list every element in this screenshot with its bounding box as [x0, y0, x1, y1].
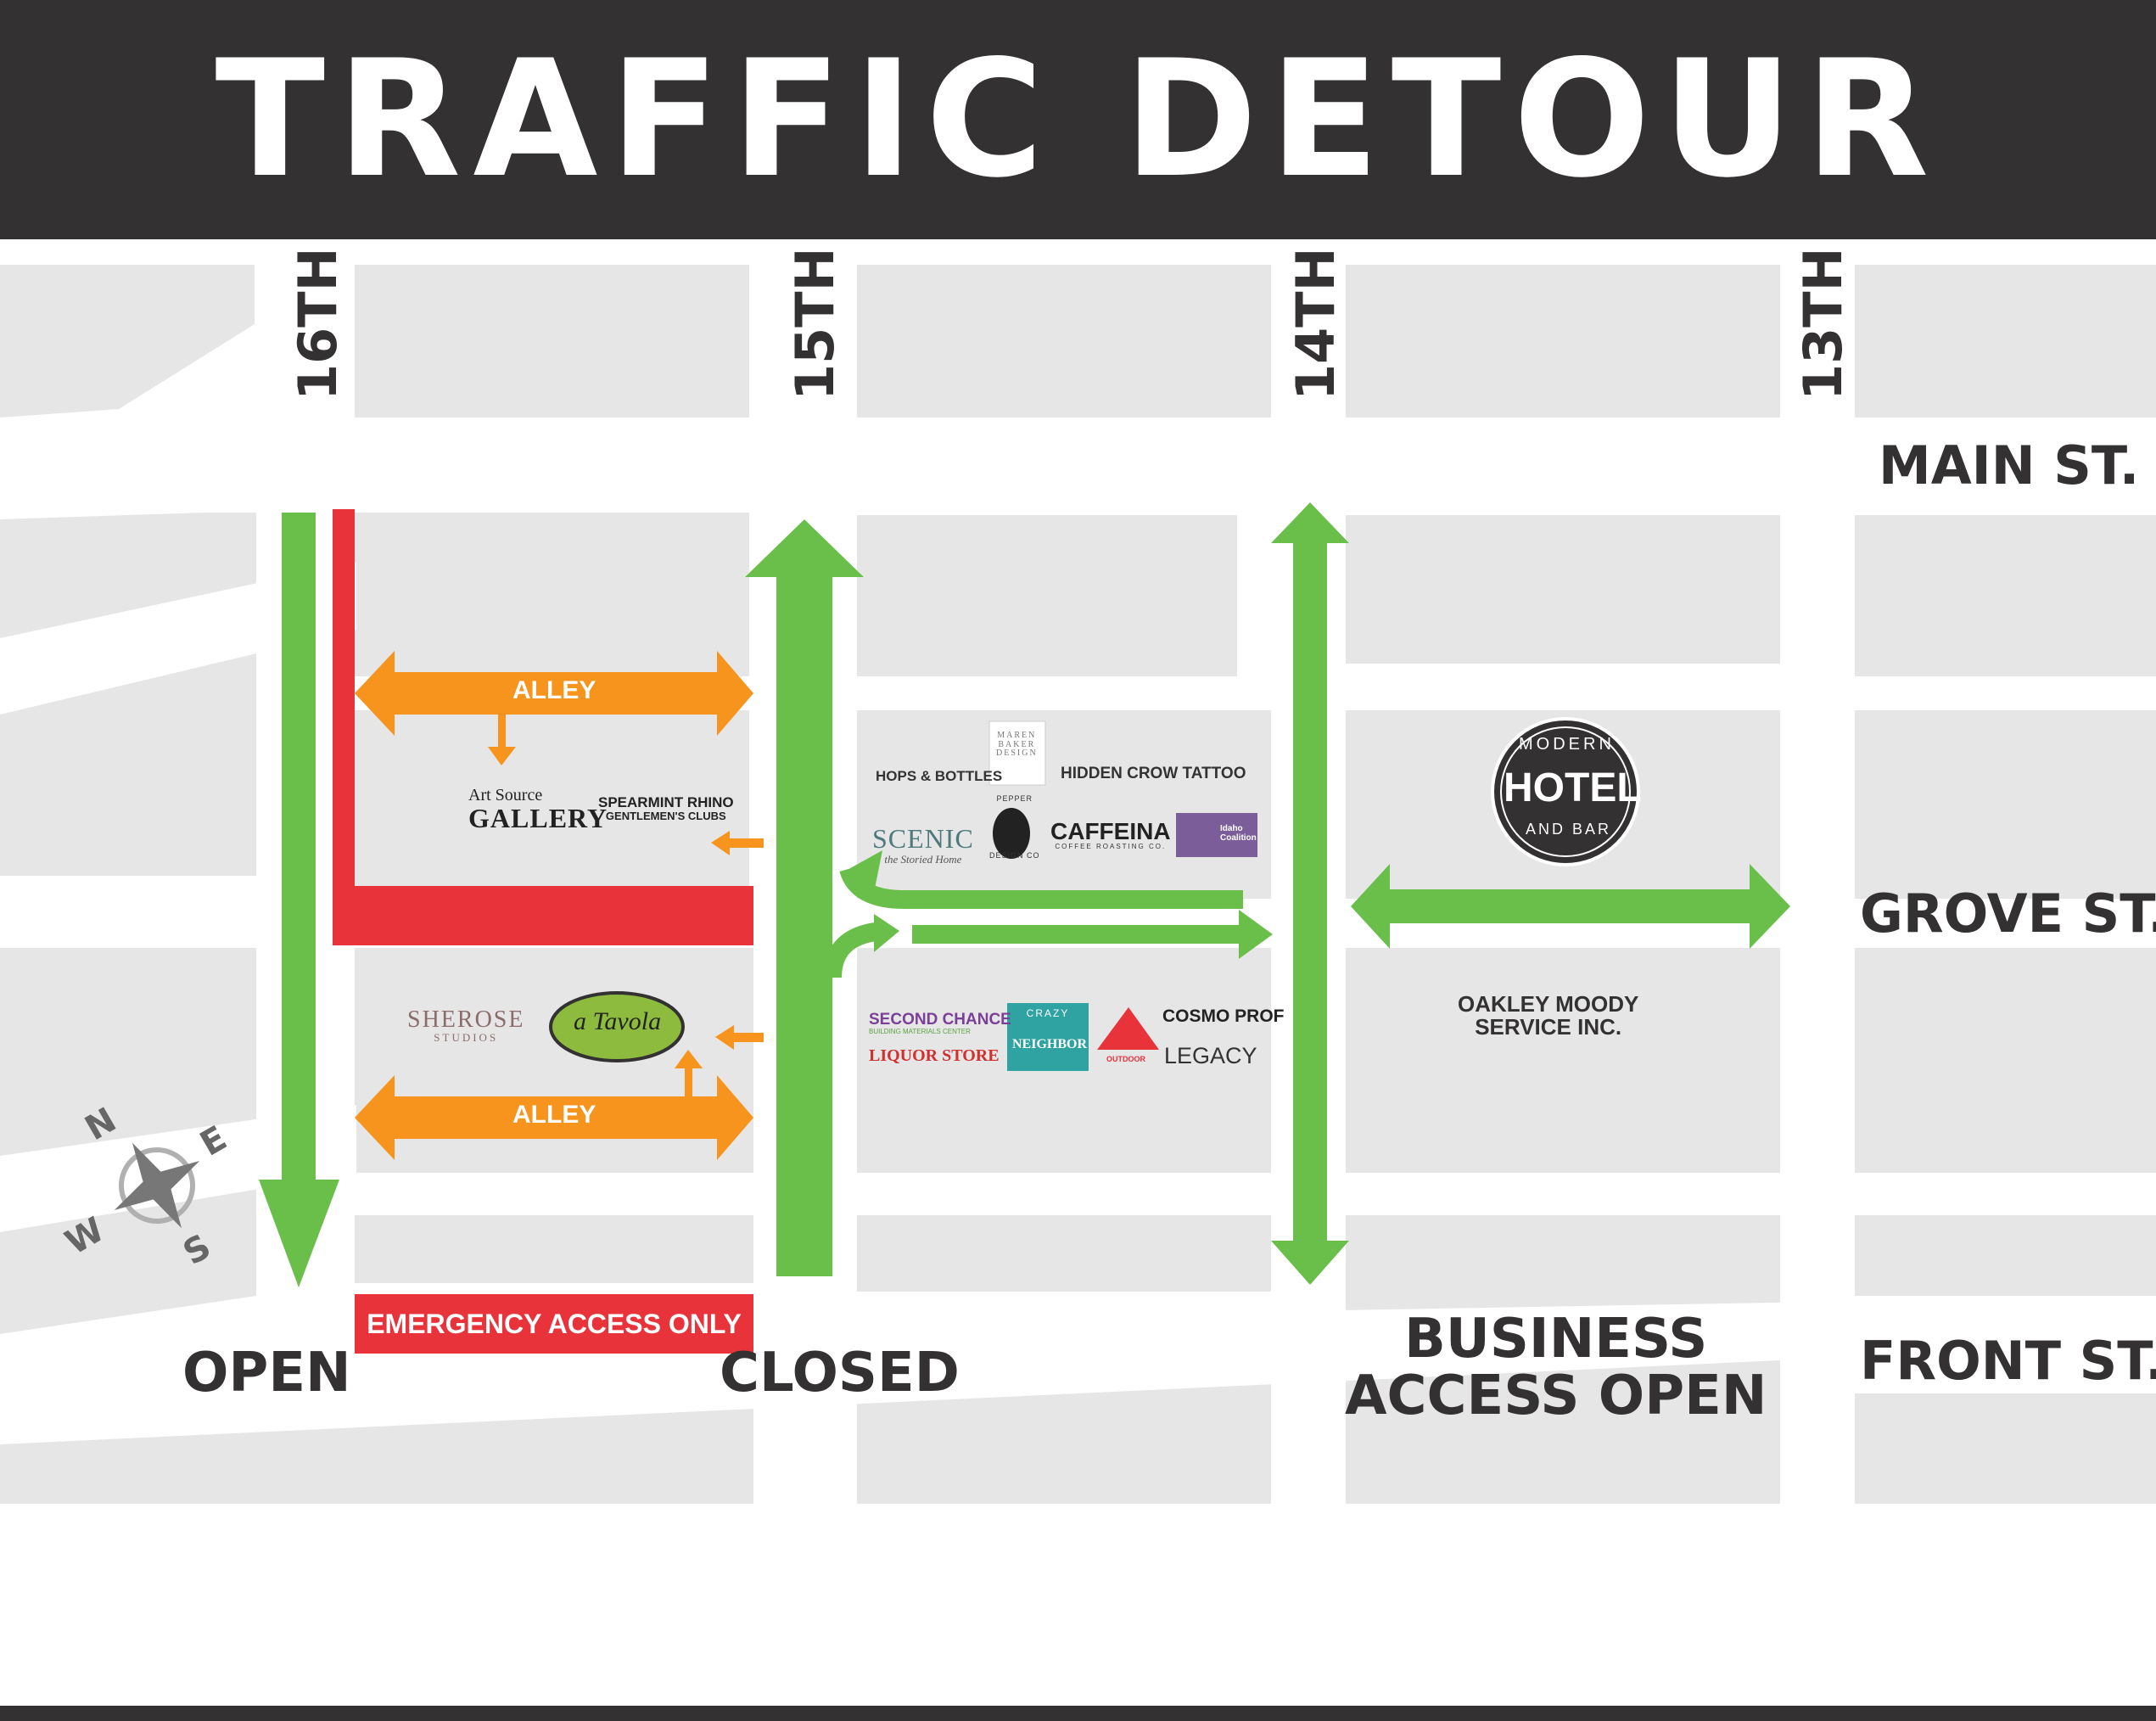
- block-west-2: [0, 939, 256, 1334]
- sherose-studios-logo: SHEROSE STUDIOS: [407, 1006, 525, 1045]
- art-source-gallery-logo: Art Source GALLERY: [468, 786, 608, 833]
- second-chance-logo: SECOND CHANCE BUILDING MATERIALS CENTER: [869, 1011, 1011, 1035]
- block-e2: [1855, 948, 2156, 1296]
- legacy-logo: LEGACY: [1164, 1043, 1257, 1068]
- pepper-logo: [993, 808, 1030, 859]
- idaho-coalition-logo: Idaho Coalition: [1220, 824, 1257, 843]
- legend-closed-label: CLOSED: [720, 1342, 960, 1404]
- page-title: TRAFFIC DETOUR: [215, 25, 1941, 213]
- road-13th-st: [1780, 265, 1855, 1504]
- cosmo-prof-logo: COSMO PROF: [1162, 1006, 1285, 1026]
- business-access-alley-north: [355, 651, 764, 855]
- open-grove-two-way: [1351, 864, 1790, 949]
- legend-open-label: OPEN: [182, 1342, 351, 1404]
- liquor-store-logo: LIQUOR STORE: [869, 1046, 1000, 1065]
- street-label-15th: 15TH: [784, 247, 846, 401]
- block-c2: [857, 710, 1273, 905]
- spearmint-rhino-logo: SPEARMINT RHINO GENTLEMEN'S CLUBS: [598, 794, 734, 822]
- hops-and-bottles-logo: HOPS & BOTTLES: [876, 768, 1003, 784]
- map-canvas: [0, 265, 2156, 1504]
- road-alley-east-2: [857, 1173, 2156, 1215]
- emergency-access-banner: EMERGENCY ACCESS ONLY: [355, 1294, 753, 1354]
- block-row1-c: [1346, 265, 1780, 418]
- hidden-crow-tattoo-logo: HIDDEN CROW TATTOO: [1061, 765, 1246, 782]
- oakley-moody-logo: OAKLEY MOODY SERVICE INC.: [1458, 991, 1639, 1040]
- andbar-label: AND BAR: [1526, 821, 1612, 838]
- road-diagonal: [0, 562, 356, 715]
- block-c4: [857, 1215, 1273, 1292]
- open-16th-southbound: [259, 513, 339, 1287]
- open-branch-heads: [844, 850, 1273, 959]
- alley-label-north: ALLEY: [512, 676, 596, 704]
- detour-map: 16TH 15TH 14TH 13TH MAIN ST. GROVE ST. F…: [0, 239, 2156, 1504]
- bottom-bar: [0, 1706, 2156, 1721]
- block-c1: [857, 515, 1237, 676]
- block-nw-corner: [0, 265, 255, 418]
- alley-label-south: ALLEY: [512, 1101, 596, 1129]
- block-row1-b: [855, 265, 1271, 418]
- idaho-logo-box: [1176, 813, 1257, 857]
- outdoor-logo: [1097, 1007, 1159, 1050]
- atavola-oval: [549, 991, 685, 1062]
- atavola-logo: a Tavola: [574, 1007, 662, 1035]
- closed-16th-segment: [333, 509, 355, 908]
- open-14th-two-way: [1271, 502, 1349, 1285]
- street-label-13th: 13TH: [1792, 247, 1854, 401]
- roads: [0, 265, 2156, 1504]
- open-15th-northbound: [745, 519, 864, 1276]
- modern-hotel-logo: [1491, 717, 1640, 866]
- compass-rose: [114, 1142, 200, 1229]
- closed-grove-segment: [333, 886, 753, 945]
- legend-business-label: BUSINESS ACCESS OPEN: [1345, 1308, 1767, 1428]
- modern-label: MODERN: [1519, 735, 1615, 754]
- block-d3: [1346, 948, 1787, 1173]
- street-label-grove: GROVE ST.: [1860, 883, 2156, 945]
- road-alley-south: [355, 1173, 753, 1215]
- road-alley-east: [857, 676, 2156, 710]
- closed-route: [333, 509, 753, 945]
- title-banner: TRAFFIC DETOUR: [0, 0, 2156, 239]
- crazy-neighbor-box: [1007, 1003, 1089, 1071]
- outdoor-logo-label: OUTDOOR: [1106, 1055, 1145, 1063]
- business-access-alley-south: [355, 1025, 764, 1160]
- scenic-logo: SCENIC the Storied Home: [872, 823, 974, 866]
- block-s-3: [1346, 1334, 1787, 1504]
- maren-baker-design-logo: MAREN BAKER DESIGN: [996, 731, 1038, 758]
- block-row1-d: [1855, 265, 2156, 418]
- block-d1: [1346, 515, 1780, 664]
- branch-to-grove-east: [823, 922, 884, 978]
- pepper-design-logo: PEPPER DESIGN CO: [989, 794, 1040, 860]
- block-s-4: [1855, 1393, 2156, 1504]
- hotel-label: HOTEL: [1504, 765, 1642, 810]
- street-label-16th: 16TH: [287, 247, 349, 401]
- block-row1-a: [355, 265, 749, 418]
- street-label-main: MAIN ST.: [1879, 434, 2140, 496]
- crazy-neighbor-logo: CRAZY NEIGHBOR: [1012, 1007, 1088, 1051]
- caffeina-logo: CAFFEINA COFFEE ROASTING CO.: [1050, 818, 1171, 851]
- street-label-14th: 14TH: [1285, 247, 1347, 401]
- maren-logo-box: [988, 720, 1046, 786]
- street-label-front: FRONT ST.: [1860, 1330, 2156, 1392]
